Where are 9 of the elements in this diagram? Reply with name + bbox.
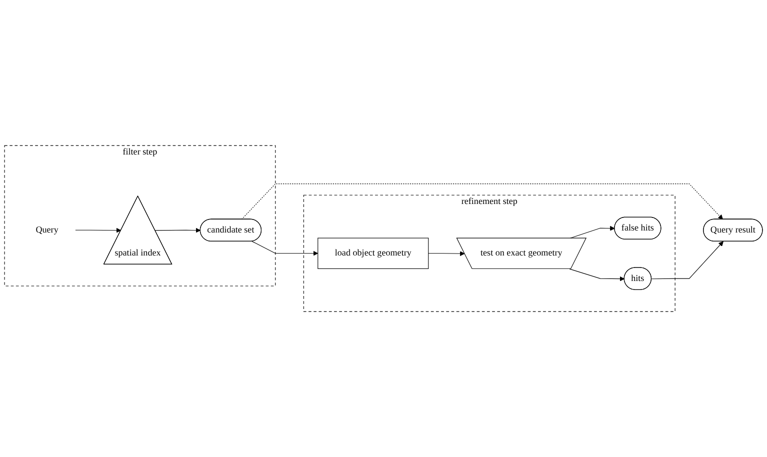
node-text: Query	[36, 224, 58, 235]
arrow	[569, 268, 625, 282]
arrow	[241, 183, 723, 220]
node-box: load object geometry	[318, 238, 429, 269]
arrow	[428, 251, 465, 256]
arrow	[252, 241, 318, 256]
arrow	[75, 228, 122, 233]
arrow	[154, 228, 201, 233]
arrow	[651, 241, 724, 280]
